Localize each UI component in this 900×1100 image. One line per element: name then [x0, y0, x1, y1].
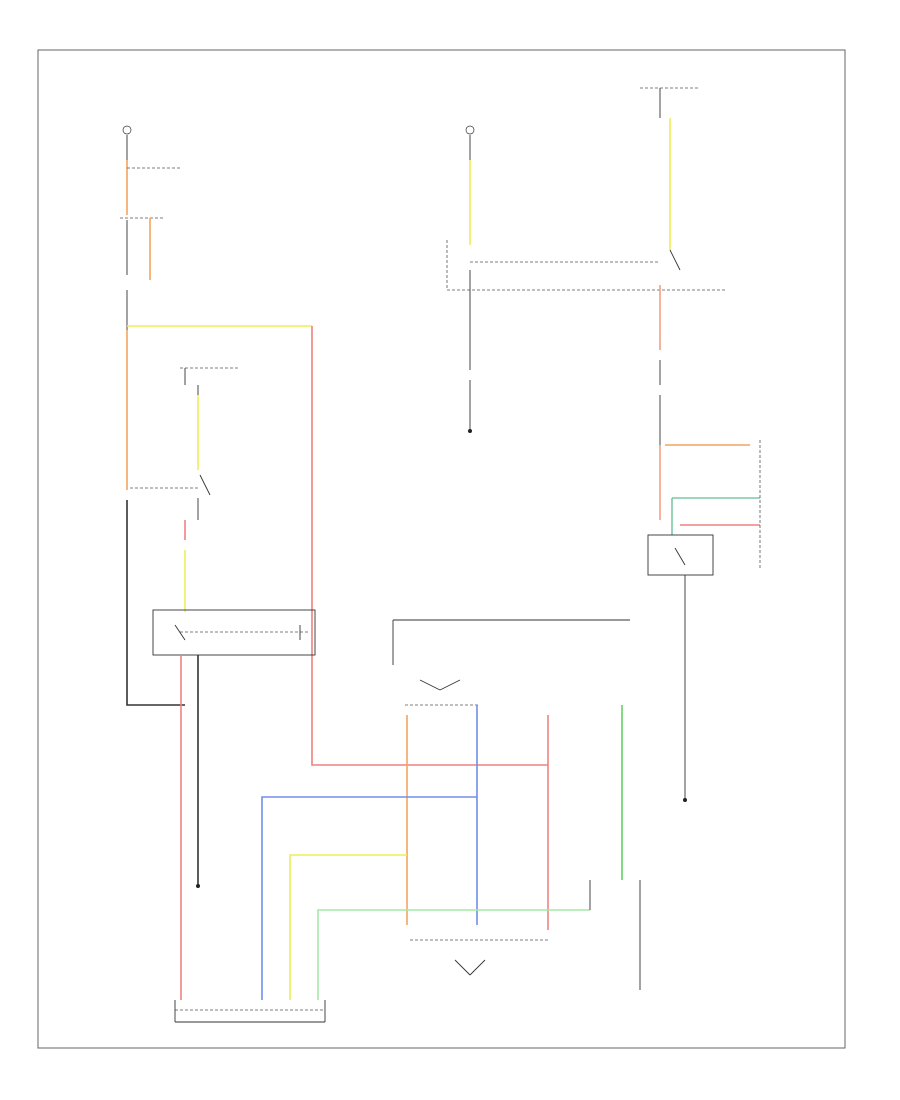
left-red-riser — [311, 326, 548, 766]
bottom-connector — [174, 1000, 326, 1023]
diagram-frame — [37, 49, 846, 1049]
center-power-feed — [446, 125, 725, 433]
left-power-feed — [120, 125, 548, 766]
right-power-feed — [640, 87, 761, 570]
right-relay-box — [647, 534, 714, 802]
yellow-loop — [289, 854, 407, 1000]
lightgreen-loop — [317, 909, 590, 1000]
left-relay-feed — [130, 367, 240, 612]
left-black-loop — [126, 500, 185, 706]
motor-section — [261, 679, 641, 1000]
blue-loop — [261, 796, 477, 1000]
main-relay-box — [152, 609, 316, 656]
left-hot-terminal — [122, 125, 132, 135]
